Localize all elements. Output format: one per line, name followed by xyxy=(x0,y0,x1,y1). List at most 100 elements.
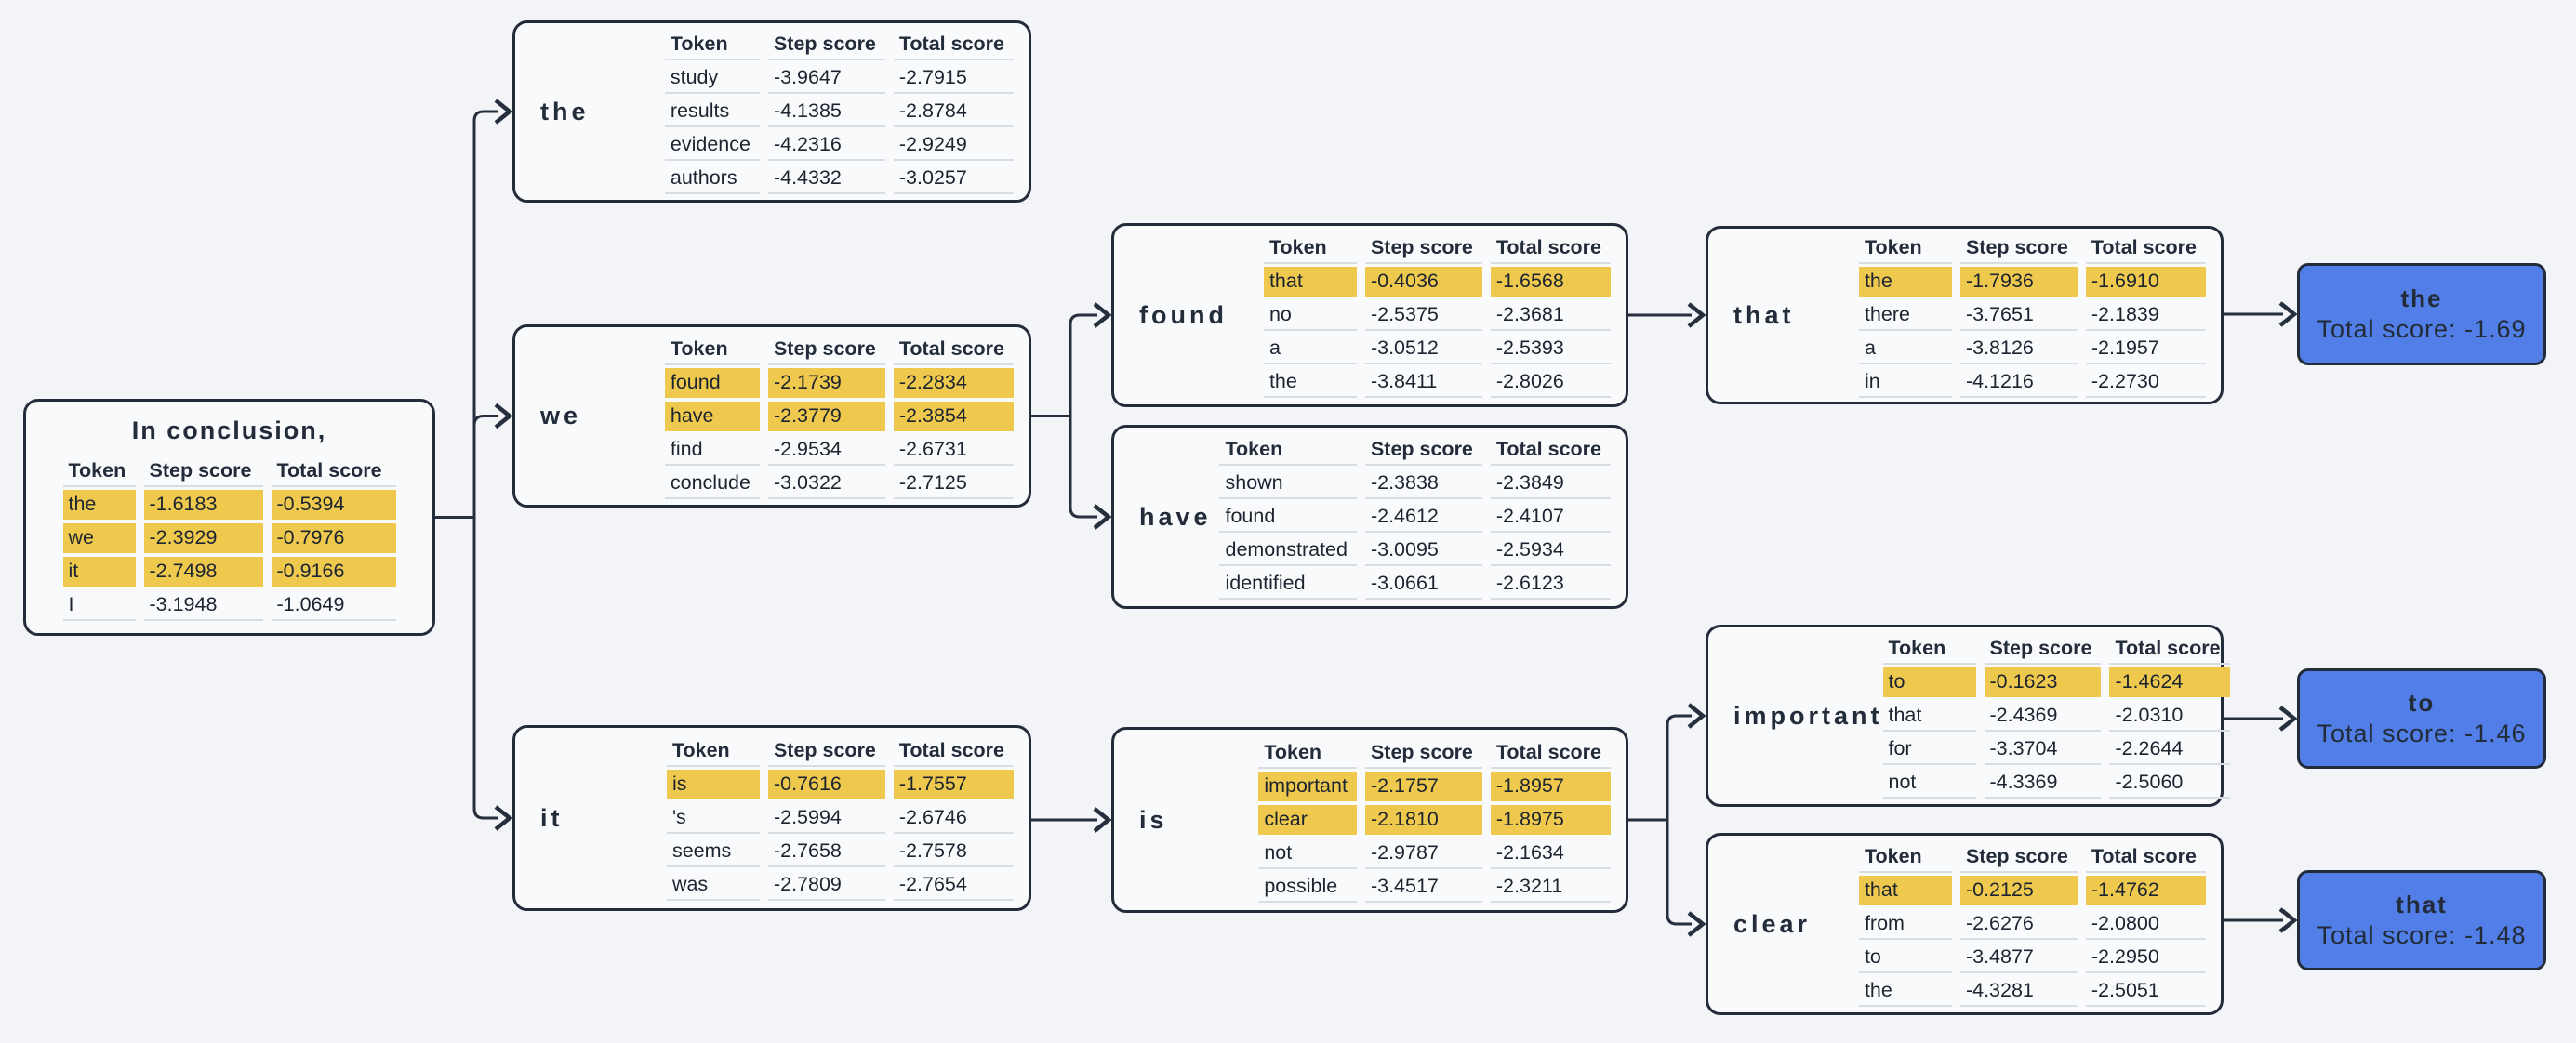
column-header-total-score: Total score xyxy=(271,456,396,487)
arrowhead-icon-it-to-is xyxy=(1093,807,1112,833)
that-row2-total: -2.1957 xyxy=(2085,334,2207,364)
connector-we-to-found xyxy=(1031,313,1097,417)
have-row3-total: -2.6123 xyxy=(1490,569,1612,600)
found-row0-total-highlighted: -1.6568 xyxy=(1490,267,1611,297)
clear-row2-token: to xyxy=(1858,943,1952,973)
is-row3-total: -2.3211 xyxy=(1490,872,1612,903)
column-header-total-score: Total score xyxy=(2085,842,2207,873)
column-header-total-score: Total score xyxy=(1490,233,1612,264)
we-row2-token: find xyxy=(664,435,761,466)
the-row3-token: authors xyxy=(664,164,761,194)
found-row0-token-highlighted: that xyxy=(1263,267,1357,297)
clear-row1-total: -2.0800 xyxy=(2085,909,2207,940)
the-row3-step: -4.4332 xyxy=(767,164,885,194)
the-row1-token: results xyxy=(664,97,761,127)
that-row3-token: in xyxy=(1858,367,1952,398)
clear-row3-token: the xyxy=(1858,976,1952,1007)
we-row1-total-highlighted: -2.3854 xyxy=(893,401,1014,431)
is-row3-token: possible xyxy=(1258,872,1357,903)
we-row2-total: -2.6731 xyxy=(893,435,1015,466)
arrowhead-icon-root-to-we xyxy=(494,403,513,429)
found-row1-total: -2.3681 xyxy=(1490,300,1612,331)
arrowhead-icon-root-to-the xyxy=(494,99,513,125)
column-header-token: Token xyxy=(1882,634,1976,665)
it-row2-token: seems xyxy=(666,837,760,867)
the-row0-step: -3.9647 xyxy=(767,63,885,94)
column-header-step-score: Step score xyxy=(1984,634,2102,665)
found-row2-token: a xyxy=(1263,334,1357,364)
column-header-token: Token xyxy=(1858,233,1952,264)
clear-row2-step: -3.4877 xyxy=(1959,943,2078,973)
important-row3-step: -4.3369 xyxy=(1984,768,2102,799)
important-row1-token: that xyxy=(1882,701,1976,732)
that-row2-step: -3.8126 xyxy=(1959,334,2078,364)
column-header-total-score: Total score xyxy=(1490,435,1612,466)
result-the-total-score: Total score: -1.69 xyxy=(2317,315,2527,343)
have-row0-step: -2.3838 xyxy=(1364,469,1482,499)
column-header-total-score: Total score xyxy=(893,30,1015,60)
is-row0-token-highlighted: important xyxy=(1258,772,1357,801)
the-row2-token: evidence xyxy=(664,130,761,161)
node-label-have: have xyxy=(1139,502,1212,531)
column-header-token: Token xyxy=(664,30,761,60)
is-row0-step-highlighted: -2.1757 xyxy=(1364,772,1482,801)
root-prompt-title: In conclusion, xyxy=(131,416,327,444)
important-row2-token: for xyxy=(1882,734,1976,765)
connector-root-to-it xyxy=(435,516,498,820)
is-row1-step-highlighted: -2.1810 xyxy=(1364,805,1482,835)
column-header-token: Token xyxy=(1258,738,1357,769)
result-to-total-score: Total score: -1.46 xyxy=(2317,720,2527,747)
is-row2-token: not xyxy=(1258,838,1357,869)
arrowhead-icon-is-to-important xyxy=(1687,703,1706,729)
important-row3-total: -2.5060 xyxy=(2109,768,2230,799)
that-row1-total: -2.1839 xyxy=(2085,300,2207,331)
arrowhead-icon-that-to-result-the xyxy=(2278,301,2298,327)
it-row3-total: -2.7654 xyxy=(893,870,1015,901)
it-row1-token: 's xyxy=(666,803,760,834)
it-row0-step-highlighted: -0.7616 xyxy=(767,770,885,799)
node-label-the: the xyxy=(540,97,590,125)
is-row0-total-highlighted: -1.8957 xyxy=(1490,772,1611,801)
result-the-token: the xyxy=(2400,284,2443,312)
arrowhead-icon-clear-to-result-that xyxy=(2278,907,2298,933)
connector-is-to-important xyxy=(1628,714,1692,822)
arrowhead-icon-root-to-it xyxy=(494,805,513,831)
that-row0-step-highlighted: -1.7936 xyxy=(1959,267,2078,297)
node-label-is: is xyxy=(1139,805,1168,834)
column-header-total-score: Total score xyxy=(2109,634,2230,665)
column-header-step-score: Step score xyxy=(1959,842,2078,873)
root-row0-step-highlighted: -1.6183 xyxy=(143,490,263,520)
found-row1-token: no xyxy=(1263,300,1357,331)
root-row2-step-highlighted: -2.7498 xyxy=(143,557,263,587)
have-row3-step: -3.0661 xyxy=(1364,569,1482,600)
important-row1-step: -2.4369 xyxy=(1984,701,2102,732)
it-row3-step: -2.7809 xyxy=(767,870,885,901)
important-row2-total: -2.2644 xyxy=(2109,734,2230,765)
node-label-that: that xyxy=(1733,300,1795,329)
column-header-total-score: Total score xyxy=(893,335,1015,365)
important-row0-step-highlighted: -0.1623 xyxy=(1984,667,2102,697)
the-row1-step: -4.1385 xyxy=(767,97,885,127)
is-row3-step: -3.4517 xyxy=(1364,872,1482,903)
arrowhead-icon-found-to-that xyxy=(1687,302,1706,328)
node-label-found: found xyxy=(1139,300,1228,329)
we-row0-token-highlighted: found xyxy=(664,367,760,398)
root-row0-total-highlighted: -0.5394 xyxy=(271,490,396,520)
root-row1-step-highlighted: -2.3929 xyxy=(143,523,263,553)
that-row3-step: -4.1216 xyxy=(1959,367,2078,398)
the-row0-total: -2.7915 xyxy=(893,63,1015,94)
that-row2-token: a xyxy=(1858,334,1952,364)
root-row3-token: I xyxy=(62,590,136,621)
found-row3-step: -3.8411 xyxy=(1364,367,1482,398)
